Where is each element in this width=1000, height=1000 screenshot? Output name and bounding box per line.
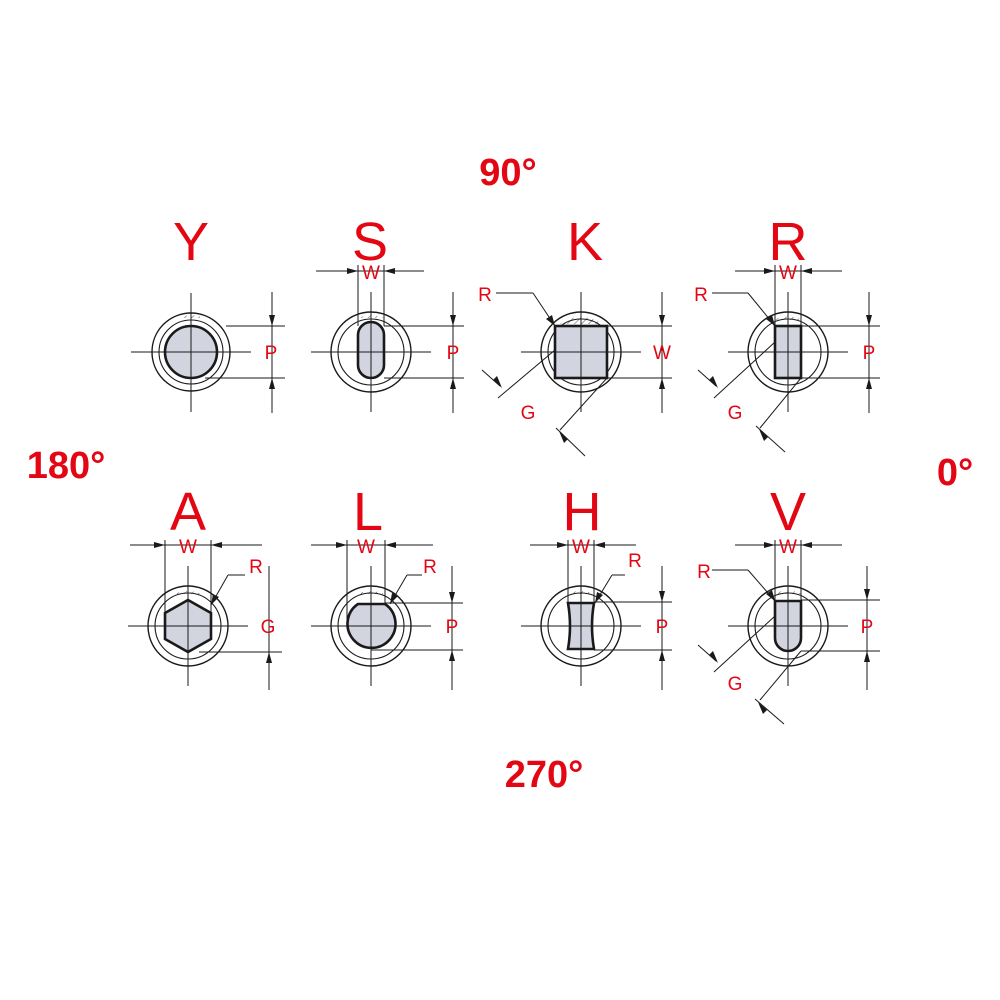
profile-r-dim-p: P	[863, 343, 876, 364]
angle-90-label: 90°	[479, 152, 536, 194]
profile-r-dim-r: R	[694, 285, 708, 306]
profile-y: Y P	[131, 212, 285, 413]
profile-y-dim-p: P	[265, 343, 278, 364]
profile-h-dim-w: W	[572, 537, 590, 558]
profile-l-letter: L	[353, 482, 383, 542]
profile-v-letter: V	[770, 482, 806, 542]
profile-r-dim-w: W	[779, 263, 797, 284]
profile-v-dim-w: W	[779, 537, 797, 558]
profile-r-letter: R	[769, 212, 808, 272]
profile-k-dim-w: W	[653, 343, 671, 364]
profile-a-dim-w: W	[179, 537, 197, 558]
profile-h: H W P R	[521, 482, 672, 690]
profile-y-letter: Y	[173, 212, 209, 272]
profile-r-dim-g: G	[728, 403, 743, 424]
angle-0-label: 0°	[937, 452, 973, 494]
profile-h-letter: H	[563, 482, 602, 542]
profile-s-dim-w: W	[362, 263, 380, 284]
profile-s-dim-p: P	[447, 343, 460, 364]
profile-v-dim-p: P	[861, 617, 874, 638]
profile-s-letter: S	[352, 212, 388, 272]
angle-180-label: 180°	[27, 445, 106, 487]
profile-v: V W P R G	[697, 482, 880, 725]
profile-k-letter: K	[567, 212, 603, 272]
profile-s: S W P	[311, 212, 464, 413]
profile-k-dim-g: G	[521, 403, 536, 424]
profile-r: R W P R G	[694, 212, 880, 453]
profile-a-letter: A	[170, 482, 206, 542]
profile-l-dim-r: R	[423, 557, 437, 578]
profile-v-dim-r: R	[697, 562, 711, 583]
profile-k: K W R G	[478, 212, 672, 457]
profile-h-dim-p: P	[656, 617, 669, 638]
profile-l-dim-w: W	[357, 537, 375, 558]
profile-a-dim-r: R	[249, 557, 263, 578]
profile-k-dim-r: R	[478, 285, 492, 306]
profile-a-dim-g: G	[261, 617, 276, 638]
profile-l: L W P R	[311, 482, 463, 690]
angle-270-label: 270°	[505, 754, 584, 796]
profile-a: A W G R	[128, 482, 282, 690]
profile-v-dim-g: G	[728, 674, 743, 695]
profile-h-dim-r: R	[628, 551, 642, 572]
profile-l-dim-p: P	[446, 617, 459, 638]
